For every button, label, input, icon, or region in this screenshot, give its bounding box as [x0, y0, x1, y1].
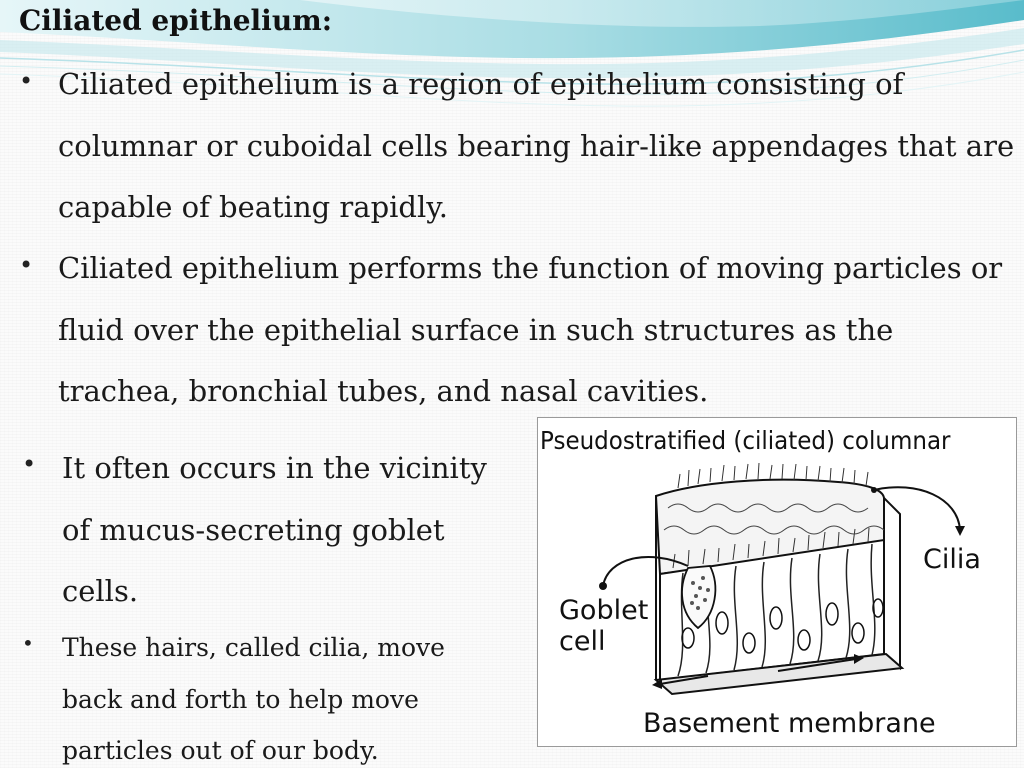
goblet-cell-label: Goblet cell [559, 595, 648, 657]
bullet-item-3: • It often occurs in the vicinity of muc… [22, 438, 522, 623]
bullet-text: Ciliated epithelium performs the functio… [58, 251, 1003, 408]
slide-title: Ciliated epithelium: [19, 4, 333, 37]
cilia-label: Cilia [923, 544, 981, 575]
bullet-marker: • [19, 67, 34, 95]
figure-title: Pseudostratified (ciliated) columnar [540, 426, 951, 455]
bullet-text: It often occurs in the vicinity of mucus… [62, 451, 487, 608]
goblet-cell-label-line1: Goblet [559, 595, 649, 626]
basement-membrane-label: Basement membrane [643, 708, 936, 739]
epithelium-diagram: Pseudostratified (ciliated) columnar Cil… [537, 417, 1017, 747]
header-wave-decoration [0, 0, 1024, 107]
bullet-item-4: • These hairs, called cilia, move back a… [22, 622, 522, 777]
bullet-item-2: • Ciliated epithelium performs the funct… [19, 238, 1019, 423]
goblet-cell-label-line2: cell [559, 626, 606, 657]
epithelium-drawing [599, 462, 965, 696]
bullet-marker: • [22, 631, 34, 655]
bullet-marker: • [19, 251, 34, 279]
bullet-item-1: • Ciliated epithelium is a region of epi… [19, 54, 1019, 239]
bullet-text: Ciliated epithelium is a region of epith… [58, 67, 1015, 224]
bullet-text: These hairs, called cilia, move back and… [62, 633, 445, 765]
bullet-marker: • [22, 450, 37, 478]
